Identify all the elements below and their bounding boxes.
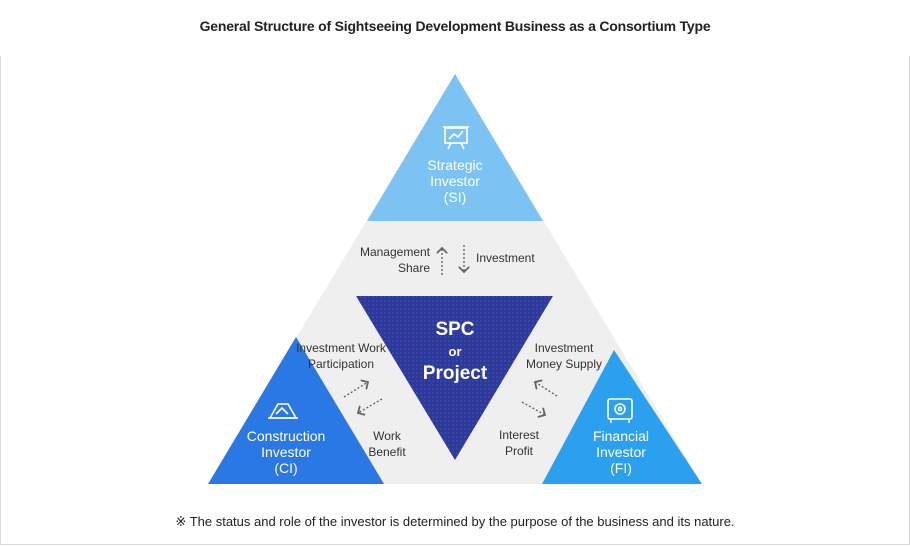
spc-line3: Project	[422, 363, 488, 384]
work-benefit-line1: Work	[373, 429, 401, 443]
construction-investor-triangle	[208, 337, 384, 484]
management-share-label: Management Share	[340, 244, 430, 276]
work-benefit-label: Work Benefit	[352, 428, 422, 460]
footnote: ※ The status and role of the investor is…	[175, 514, 735, 529]
work-benefit-line2: Benefit	[368, 445, 406, 459]
spc-line2: or	[448, 344, 462, 359]
strategic-investor-line1: Strategic	[427, 157, 483, 173]
financial-investor-line1: Financial	[592, 428, 650, 444]
construction-investor-line3: (CI)	[274, 460, 298, 476]
investment-work-label: Investment Work Participation	[286, 340, 396, 372]
money-supply-line1: Investment	[534, 341, 594, 355]
construction-investor-label: Construction Investor (CI)	[236, 428, 336, 476]
spc-label: SPC or Project	[395, 318, 515, 386]
strategic-investor-line2: Investor	[430, 173, 480, 189]
money-supply-line2: Money Supply	[525, 357, 603, 371]
financial-investor-line3: (FI)	[610, 460, 632, 476]
presentation-board-icon	[443, 126, 469, 150]
spc-triangle	[356, 296, 553, 460]
construction-investor-line1: Construction	[246, 428, 326, 444]
money-supply-arrow	[535, 382, 558, 397]
interest-profit-line2: Profit	[504, 444, 533, 458]
management-share-line1: Management	[359, 245, 430, 259]
strategic-investor-triangle	[367, 74, 543, 221]
background-triangle	[208, 74, 702, 484]
interest-profit-line1: Interest	[498, 428, 540, 442]
management-share-line2: Share	[397, 261, 430, 275]
strategic-investor-label: Strategic Investor (SI)	[405, 157, 505, 205]
investment-label: Investment	[476, 251, 535, 265]
investment-work-line1: Investment Work	[296, 341, 386, 355]
interest-profit-arrow	[521, 401, 545, 415]
construction-investor-line2: Investor	[261, 444, 311, 460]
financial-investor-triangle	[542, 350, 702, 484]
construction-icon	[268, 403, 298, 419]
work-benefit-arrow	[358, 398, 383, 413]
investment-work-line2: Participation	[307, 357, 375, 371]
strategic-investor-line3: (SI)	[443, 189, 467, 205]
investment-work-arrow	[343, 382, 368, 398]
money-supply-label: Investment Money Supply	[514, 340, 614, 372]
spc-line1: SPC	[435, 319, 475, 340]
financial-investor-label: Financial Investor (FI)	[571, 428, 671, 476]
financial-investor-line2: Investor	[596, 444, 646, 460]
safe-icon	[607, 398, 633, 423]
interest-profit-label: Interest Profit	[484, 427, 554, 459]
diagram-title: General Structure of Sightseeing Develop…	[199, 18, 711, 34]
